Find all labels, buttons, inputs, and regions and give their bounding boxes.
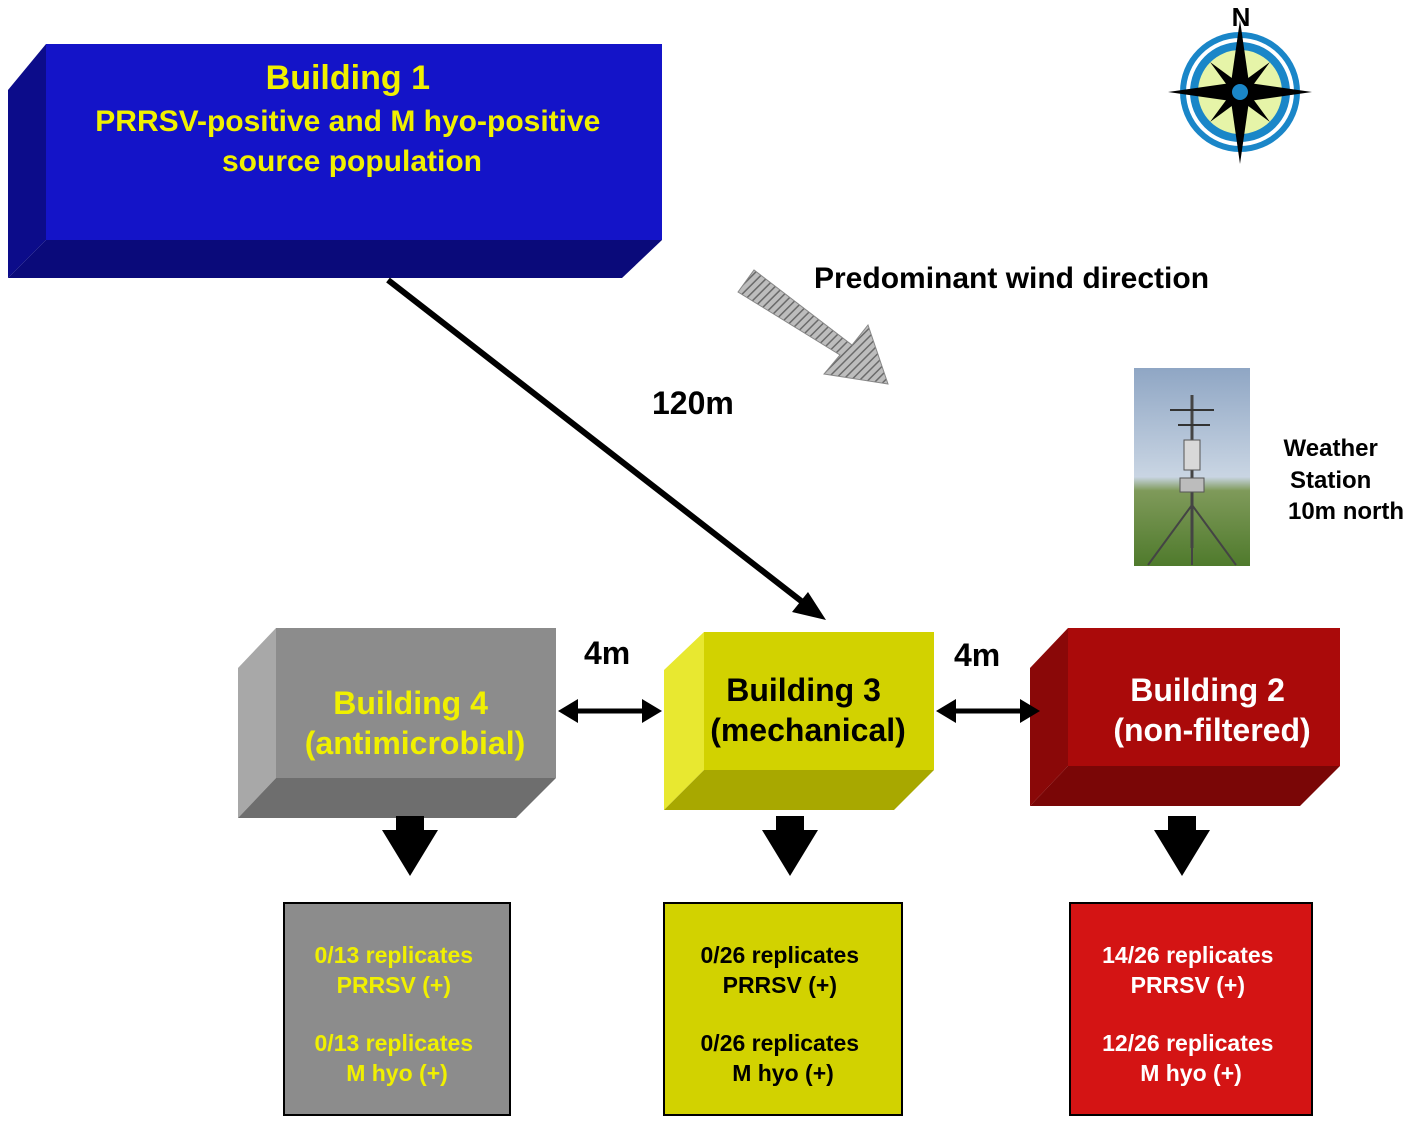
distance-right-label: 4m [954,637,1000,673]
distance-arrow-right [936,699,1040,723]
down-arrow-building-4 [382,816,438,876]
compass-icon [1168,20,1312,164]
building-2-label: Building 2 (non-filtered) [1113,672,1310,748]
down-arrow-building-2 [1154,816,1210,876]
result-box-building-2 [1069,902,1313,1116]
distance-main-label: 120m [652,385,734,421]
building-3-label: Building 3 (mechanical) [710,672,906,748]
distance-arrow-main-head [792,592,826,620]
building-4-label: Building 4 (antimicrobial) [305,685,525,761]
distance-left-label: 4m [584,635,630,671]
weather-station-label: Weather Station 10m north [1284,435,1404,525]
result-box-building-3 [663,902,903,1116]
building-2-block [1030,628,1340,806]
wind-direction-label: Predominant wind direction [814,262,1209,295]
distance-arrow-left [558,699,662,723]
result-building-4-text: 0/13 replicates PRRSV (+) 0/13 replicate… [315,942,480,1086]
north-label: N [1232,2,1251,32]
building-1-block [8,44,662,278]
result-building-2-text: 14/26 replicates PRRSV (+) 12/26 replica… [1102,942,1280,1086]
distance-arrow-main [386,277,807,607]
wind-direction-arrow-icon [737,269,889,385]
result-building-3-text: 0/26 replicates PRRSV (+) 0/26 replicate… [701,942,866,1086]
down-arrow-building-3 [762,816,818,876]
result-box-building-4 [283,902,511,1116]
building-4-block [238,628,556,818]
building-1-label: Building 1 PRRSV-positive and M hyo-posi… [95,59,608,178]
weather-station-image [1134,368,1250,566]
building-3-block [664,632,934,810]
